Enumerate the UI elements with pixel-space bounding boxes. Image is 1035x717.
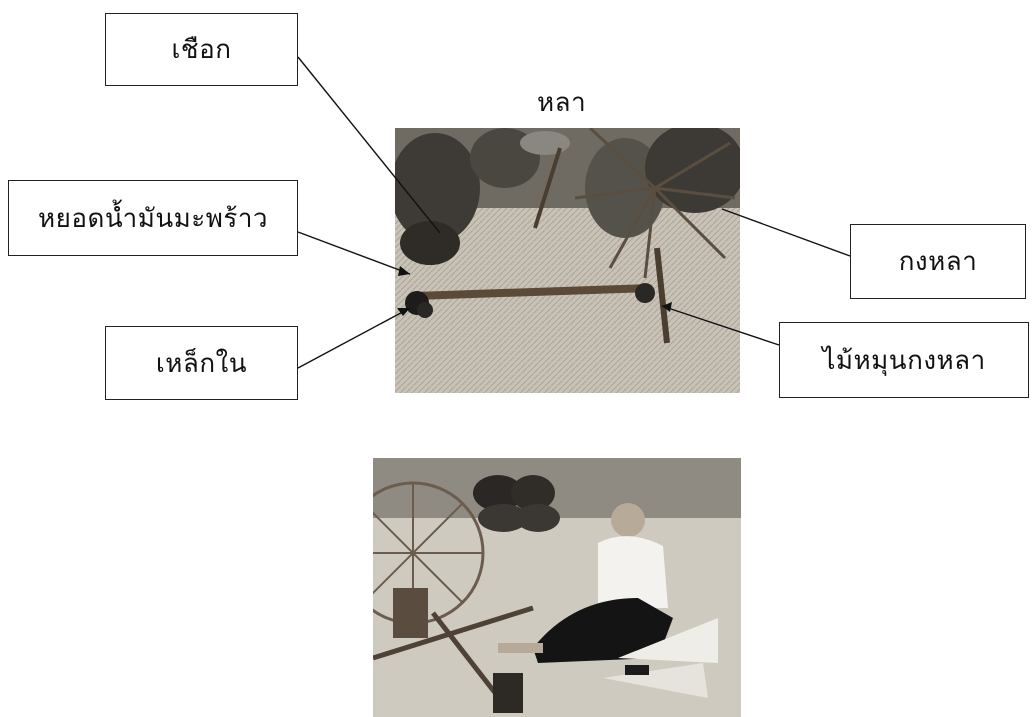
rope-label: เชือก: [105, 13, 298, 86]
oil-drip-leader-line: [297, 231, 411, 275]
wheel-leader-line: [721, 208, 851, 257]
woman-spinning-illustration: [373, 458, 741, 717]
wheel-label: กงหลา: [850, 224, 1026, 299]
spinning-wheel-illustration: [395, 128, 740, 393]
woman-spinning-photo: [373, 458, 741, 717]
spinning-wheel-photo: [395, 128, 740, 393]
spindle-label: เหล็กใน: [105, 326, 298, 400]
diagram-title: หลา: [537, 88, 587, 118]
crank-label: ไม้หมุนกงหลา: [779, 322, 1029, 398]
spindle-leader-line: [297, 307, 411, 369]
oil-drip-label: หยอดน้ำมันมะพร้าว: [8, 180, 298, 256]
